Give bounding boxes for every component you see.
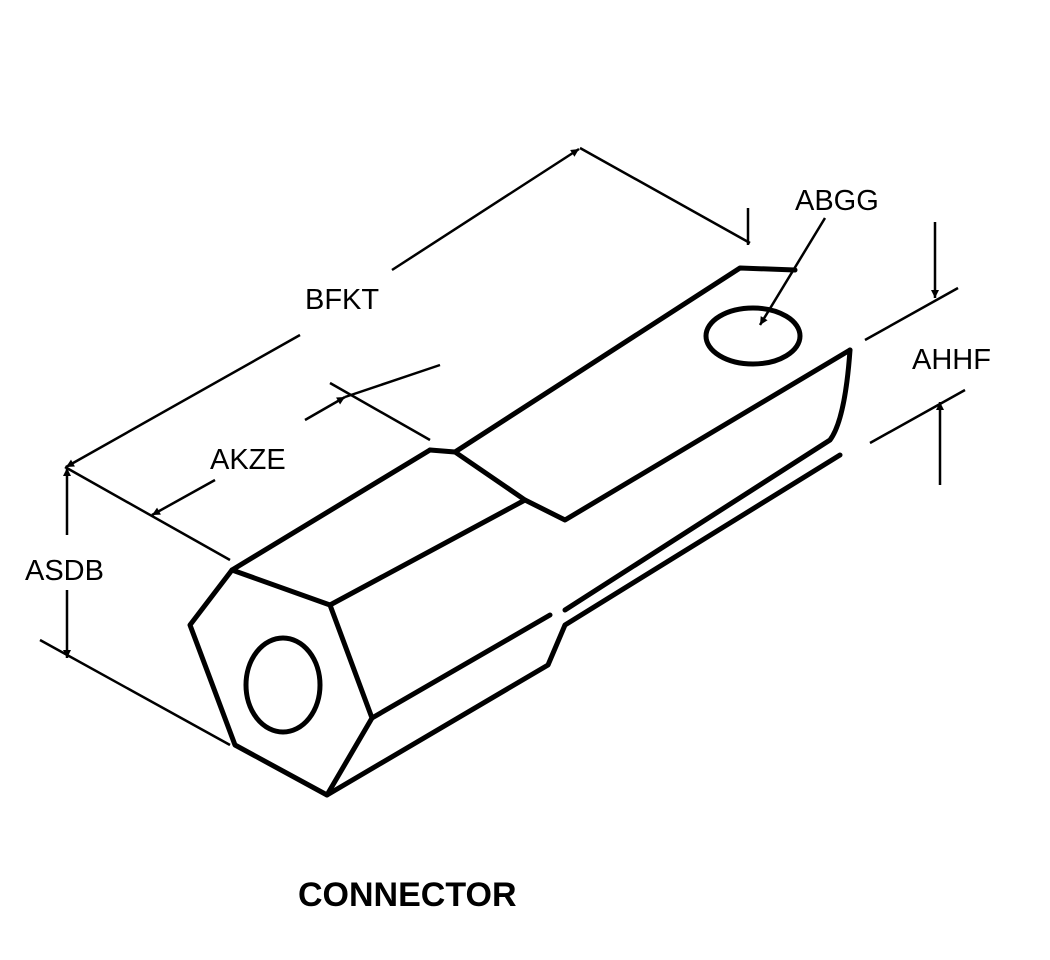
connector-body — [187, 265, 853, 798]
bore-hole — [243, 635, 323, 735]
label-hex-length: AKZE — [210, 444, 286, 476]
blade-hole — [703, 305, 803, 367]
label-hex-across-flats: ASDB — [25, 555, 104, 587]
label-blade-thickness: AHHF — [912, 344, 991, 376]
dimension-lines — [39, 146, 966, 747]
hex-end-face — [187, 567, 375, 798]
part-title: CONNECTOR — [298, 876, 517, 914]
label-hole-diameter: ABGG — [795, 185, 879, 217]
label-overall-length: BFKT — [305, 284, 380, 316]
